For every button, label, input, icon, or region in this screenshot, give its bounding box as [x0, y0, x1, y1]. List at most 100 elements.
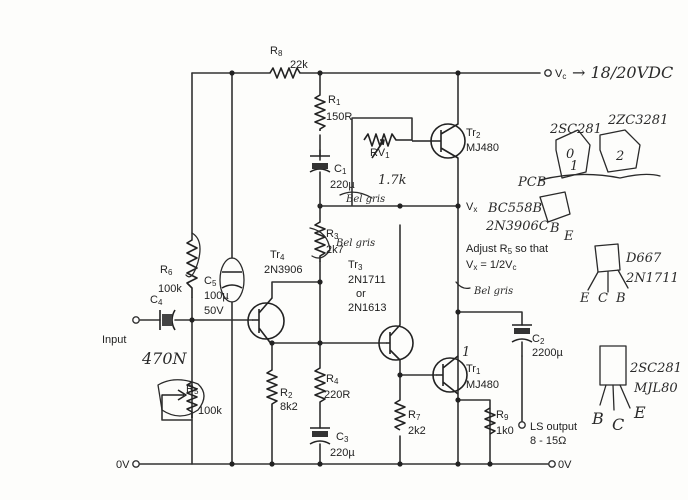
- arrow-bel-gris-3: [455, 281, 471, 290]
- junction-dot: [317, 70, 323, 76]
- r5-ref: R5: [186, 383, 199, 396]
- gnd-left-terminal: [132, 460, 140, 468]
- c2-value: 2200µ: [532, 347, 563, 359]
- ls-output-terminal: [518, 421, 526, 429]
- c5-voltage: 50V: [204, 305, 224, 317]
- junction-dot: [455, 309, 461, 315]
- hw-mjl80: MJL80: [633, 381, 678, 396]
- rv1-note: 1.7k: [378, 173, 407, 188]
- hw-tr1-num: 1: [462, 345, 470, 360]
- tr1-part: MJ480: [466, 379, 499, 391]
- to126-legs: [599, 384, 631, 411]
- r9-value: 1k0: [496, 425, 514, 437]
- resistor-r7: [394, 399, 406, 431]
- capacitor-c5-plate: [221, 284, 243, 289]
- capacitor-c2: [511, 324, 533, 343]
- wire-rv1: [351, 117, 413, 206]
- hw-pin-2: 2: [615, 149, 624, 164]
- capacitor-c4-body: [162, 314, 172, 326]
- to92-sketch-top: [539, 191, 571, 223]
- ls-output-label: LS output: [530, 421, 577, 433]
- junction-dot: [317, 279, 323, 285]
- hw-pin-1: 1: [570, 159, 578, 174]
- r6-ref: R6: [160, 264, 173, 277]
- hw-bel-gris-3: Bel gris: [473, 286, 513, 297]
- vc-terminal: [544, 69, 552, 77]
- junction-dot: [229, 461, 235, 467]
- transistor-tr4: [247, 302, 285, 340]
- c5-value: 100µ: [204, 290, 229, 302]
- r3-circle: [309, 227, 331, 259]
- c1-ref: C1: [334, 163, 347, 176]
- r4-ref: R4: [326, 373, 339, 386]
- package-sketch-right: [599, 129, 641, 173]
- resistor-r2: [266, 369, 278, 410]
- capacitor-c3: [309, 427, 331, 445]
- r8-value: 22k: [290, 59, 308, 71]
- transistor-tr1-leads: [436, 355, 459, 395]
- input-label: Input: [102, 334, 126, 346]
- r8-ref: R8: [270, 45, 283, 58]
- tr2-part: MJ480: [466, 142, 499, 154]
- transistors: [247, 123, 468, 395]
- hw-pin-0: 0: [566, 147, 574, 162]
- hw-ecb-b: B: [615, 291, 626, 306]
- junction-dot: [189, 317, 195, 323]
- printed-labels: R8 22k Vc → 18/20VDC R1 150R C1 220µ RV1…: [102, 45, 673, 471]
- hw-ecb-c: C: [598, 291, 608, 306]
- pcb-line: [539, 173, 661, 181]
- resistor-r6: [186, 239, 198, 298]
- c5-ref: C5: [204, 275, 217, 288]
- junction-dot: [397, 372, 403, 378]
- potentiometer-r5: [186, 381, 198, 418]
- capacitor-c2-body: [514, 328, 530, 334]
- junctions: [189, 70, 493, 467]
- resistor-r1: [314, 94, 326, 131]
- tr3-or: or: [356, 288, 366, 300]
- capacitors: [159, 155, 533, 445]
- package-sketch-left: [555, 129, 591, 179]
- capacitor-c3-body: [312, 431, 328, 437]
- r6-circle: [185, 232, 201, 278]
- preset-rv1-arrow: [371, 139, 385, 159]
- junction-dot: [317, 340, 323, 346]
- tr4-ref: Tr4: [270, 249, 285, 262]
- transistor-tr3-leads: [386, 324, 401, 361]
- hw-2sc281: 2SC281: [629, 361, 682, 376]
- junction-dot: [455, 70, 461, 76]
- c1-value: 220µ: [330, 179, 355, 191]
- transistor-tr2-leads: [412, 123, 459, 159]
- r3-ref: R3: [326, 228, 339, 241]
- to92-legs-mid: [587, 269, 629, 293]
- vc-label: Vc: [555, 68, 566, 81]
- c3-ref: C3: [336, 431, 349, 444]
- hw-bel-gris-1: Bel gris: [345, 194, 385, 205]
- hw-bel-gris-2: Bel gris: [335, 238, 375, 249]
- r1-ref: R1: [328, 94, 341, 107]
- capacitor-c5-circle: [219, 257, 245, 303]
- r7-value: 2k2: [408, 425, 426, 437]
- tr3-ref: Tr3: [348, 259, 363, 272]
- resistors: [162, 67, 496, 435]
- r3-value: 2k7: [326, 244, 344, 256]
- hw-c2: C: [612, 415, 624, 434]
- input-terminal: [132, 316, 140, 324]
- r9-ref: R9: [496, 409, 509, 422]
- rv1-ref: RV1: [370, 147, 390, 160]
- tr2-ref: Tr2: [466, 127, 481, 140]
- hw-e: E: [563, 229, 574, 244]
- preset-rv1: [363, 133, 412, 147]
- gnd-right-terminal: [548, 460, 556, 468]
- junction-dot: [397, 461, 403, 467]
- c2-ref: C2: [532, 333, 545, 346]
- tr4-part: 2N3906: [264, 264, 303, 276]
- gnd-left-label: 0V: [116, 459, 130, 471]
- hw-b: B: [549, 221, 560, 236]
- hw-ecb-e: E: [579, 291, 590, 306]
- resistor-r8: [269, 67, 301, 79]
- junction-dot: [229, 70, 235, 76]
- adjust-note-line1: Adjust R5 so that: [466, 243, 548, 256]
- tr3-part-b: 2N1613: [348, 302, 387, 314]
- junction-dot: [455, 203, 461, 209]
